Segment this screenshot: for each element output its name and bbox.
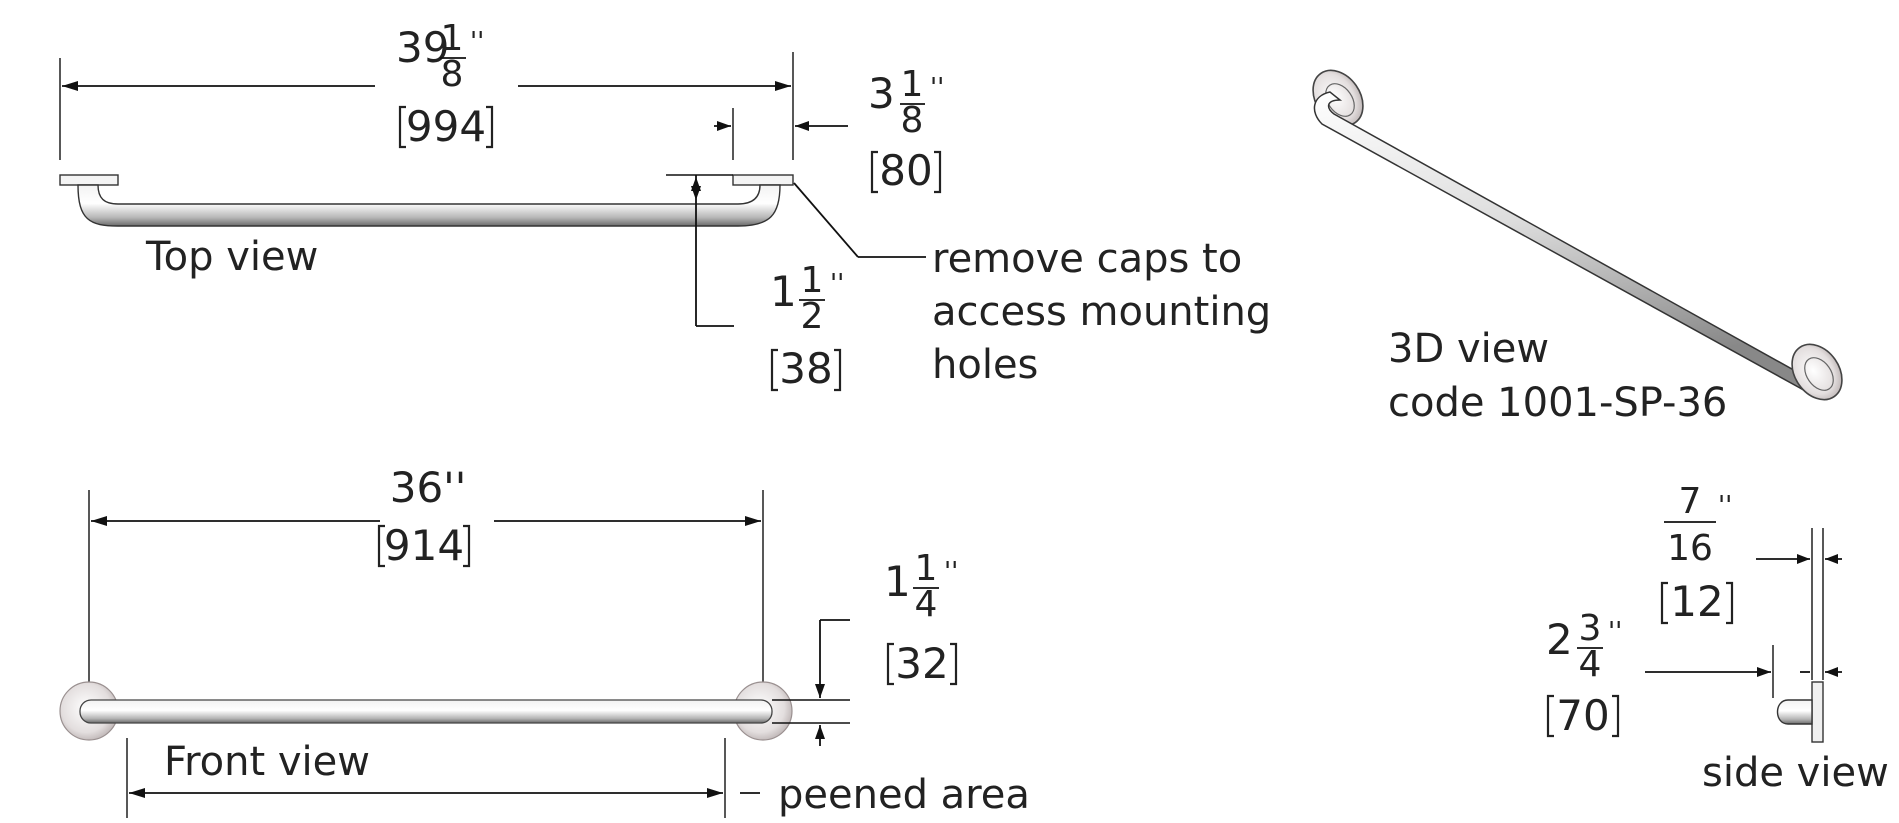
svg-text:8: 8: [441, 54, 464, 95]
svg-text:3: 3: [868, 69, 895, 118]
depth-label: 2 3 4 '' 70: [1546, 608, 1622, 740]
svg-text:3: 3: [1579, 608, 1602, 649]
svg-text:80: 80: [879, 146, 932, 195]
svg-text:4: 4: [1579, 644, 1602, 685]
svg-text:'': '': [1608, 617, 1622, 647]
length-label: 36'' 914: [377, 463, 471, 570]
right-flange: [732, 174, 794, 186]
caps-note-line-3: holes: [932, 342, 1038, 388]
svg-text:8: 8: [901, 100, 924, 141]
svg-text:16: 16: [1667, 528, 1713, 569]
front-view-label: Front view: [164, 739, 370, 785]
svg-text:12: 12: [1670, 577, 1723, 626]
svg-text:7: 7: [1679, 481, 1702, 522]
top-view-label: Top view: [145, 234, 318, 280]
side-view-label: side view: [1702, 750, 1889, 796]
flange-thickness-label: 7 16 '' 12: [1660, 481, 1734, 626]
projection-label: 3 1 8 '' 80: [868, 64, 944, 195]
lower-flange: [1791, 343, 1843, 401]
caps-note-line-1: remove caps to: [932, 236, 1242, 282]
svg-text:'': '': [830, 269, 844, 299]
svg-text:4: 4: [915, 584, 938, 625]
side-view: 7 16 '' 12 2 3 4 '' 70 side view: [1546, 481, 1889, 796]
front-view: 36'' 914 1 1 4 '' 32: [59, 463, 1030, 818]
svg-text:1: 1: [884, 557, 911, 606]
svg-text:914: 914: [384, 521, 464, 570]
top-view: 39 1 8 '' 994 3 1 8 '' 80: [59, 18, 1271, 393]
top-view-bar: [77, 184, 781, 227]
caps-note-line-2: access mounting: [932, 289, 1271, 335]
side-bar: [1776, 699, 1813, 725]
svg-text:1: 1: [801, 260, 824, 301]
svg-text:39: 39: [396, 23, 449, 72]
three-d-view: 3D view code 1001-SP-36: [1312, 69, 1843, 426]
left-flange: [59, 174, 119, 186]
front-view-bar: [79, 699, 773, 724]
svg-text:1: 1: [441, 18, 464, 59]
svg-text:38: 38: [779, 344, 832, 393]
svg-text:36'': 36'': [390, 463, 467, 512]
three-d-view-label: 3D view: [1388, 326, 1549, 372]
clearance-label: 1 1 2 '' 38: [770, 260, 844, 393]
svg-text:1: 1: [901, 64, 924, 105]
svg-text:32: 32: [895, 639, 948, 688]
svg-text:'': '': [944, 557, 958, 587]
svg-text:2: 2: [801, 296, 824, 337]
svg-text:70: 70: [1556, 691, 1609, 740]
side-flange: [1811, 681, 1824, 743]
svg-text:1: 1: [770, 267, 797, 316]
svg-text:2: 2: [1546, 615, 1573, 664]
svg-text:'': '': [1718, 491, 1732, 521]
svg-text:'': '': [930, 73, 944, 103]
svg-text:994: 994: [406, 102, 486, 151]
diameter-label: 1 1 4 '' 32: [884, 548, 958, 688]
peened-area-label: peened area: [778, 772, 1030, 818]
svg-text:'': '': [470, 27, 484, 57]
overall-width-label: 39 1 8 '' 994: [396, 18, 494, 151]
svg-text:1: 1: [915, 548, 938, 589]
product-code: code 1001-SP-36: [1388, 380, 1727, 426]
